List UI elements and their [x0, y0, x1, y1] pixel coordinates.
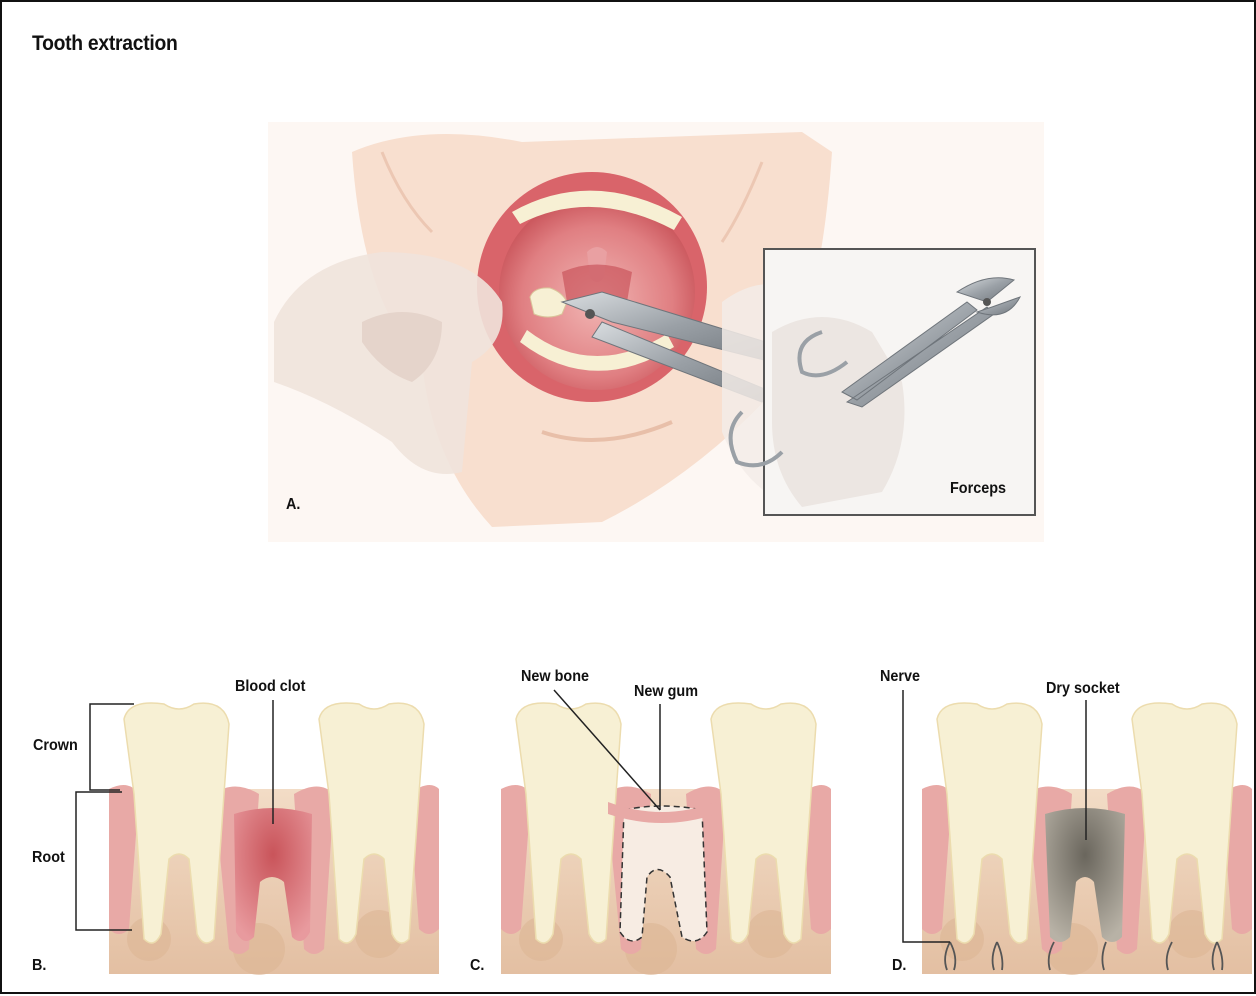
crown-label: Crown: [33, 737, 78, 755]
nerve-label: Nerve: [880, 668, 920, 686]
panel-d-letter: D.: [892, 957, 906, 975]
panel-c-letter: C.: [470, 957, 484, 975]
new-gum-label: New gum: [634, 683, 698, 701]
new-bone-label: New bone: [521, 668, 589, 686]
dry-socket-label: Dry socket: [1046, 680, 1120, 698]
root-label: Root: [32, 849, 65, 867]
blood-clot-label: Blood clot: [235, 678, 305, 696]
panel-b-letter: B.: [32, 957, 46, 975]
